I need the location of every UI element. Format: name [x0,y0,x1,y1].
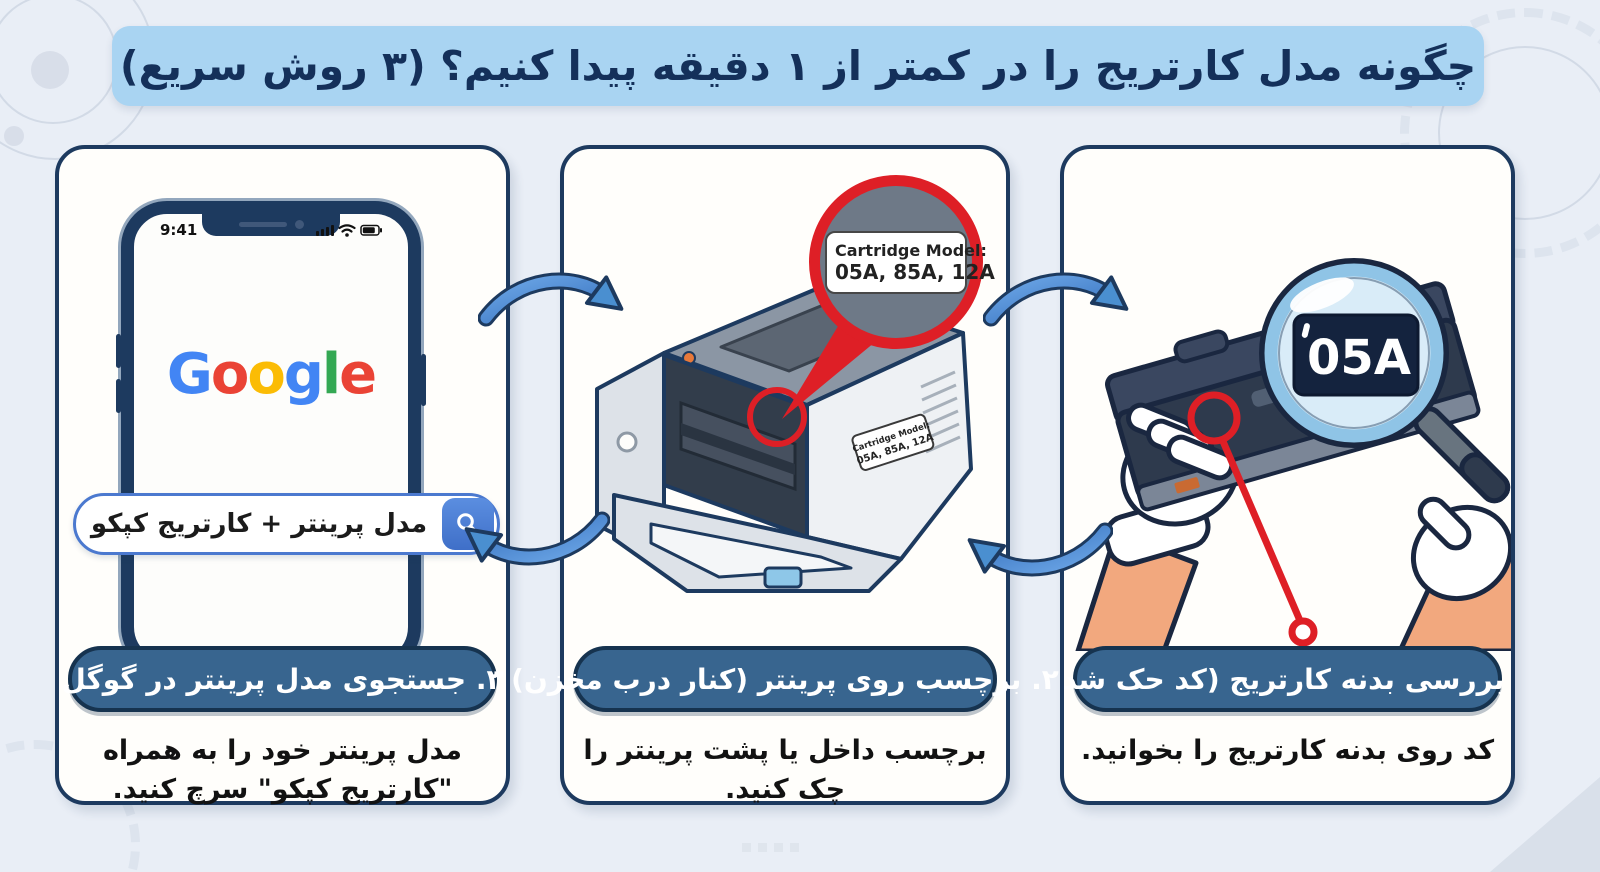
deco-square [758,843,767,852]
callout-bubble: Cartridge Model: 05A, 85A, 12A [809,175,995,349]
arrow-right-icon [983,272,1129,327]
arrow-left-icon [967,522,1113,577]
phone-statusbar: 9:41 [134,221,408,239]
phone-camera [294,219,304,229]
step-badge-3: ۳. جستجوی مدل پرینتر در گوگل [61,646,504,712]
step-badge-2: ۲. برچسب روی پرینتر (کنار درب مخزن) [511,646,1059,712]
arrow-right-icon [478,272,624,327]
status-icons [316,224,382,237]
red-annotation-circle [747,387,807,447]
left-forearm [1075,530,1199,651]
arrow-left-icon [464,511,610,566]
phone-power-button [421,354,426,406]
step-3-line2: "کارتریج کپکو" سرچ کنید. [112,774,453,806]
step-3-description: مدل پرینتر خود را به همراه "کارتریج کپکو… [69,731,496,809]
search-query-text[interactable]: مدل پرینتر + کارتریج کپکو [90,509,428,539]
step-badge-1: ۱. بررسی بدنه کارتریج (کد حک شده) [1064,646,1511,712]
phone-illustration: 9:41 Google [116,201,426,673]
phone-volume-button [116,334,121,368]
panel-printer-label: Cartridge Model: 05A, 85A, 12A Cartridge… [511,145,1059,805]
step-3-line1: مدل پرینتر خود را به همراه [102,735,462,766]
page-title: چگونه مدل کارتریج را در کمتر از ۱ دقیقه … [119,42,1477,90]
google-search-bar[interactable]: مدل پرینتر + کارتریج کپکو [73,493,500,555]
deco-dot [4,126,24,146]
status-time: 9:41 [160,221,198,239]
cartridge-model-card: Cartridge Model: 05A, 85A, 12A [825,230,995,294]
magnifier-code: 05A [1307,330,1411,386]
deco-ring [0,0,118,124]
cartridge-illustration: 05A [1075,258,1511,651]
panel-google-search: 9:41 Google مدل پرینتر + کارتریج کپکو [55,145,510,805]
phone-volume-button [116,379,121,413]
google-logo: Google [166,342,377,407]
step-2-description: برچسب داخل یا پشت پرینتر را چک کنید. [583,735,987,806]
title-bar: چگونه مدل کارتریج را در کمتر از ۱ دقیقه … [112,26,1484,106]
step-badge-2-label: ۲. برچسب روی پرینتر (کنار درب مخزن) [511,662,1059,696]
step-badge-1-label: ۱. بررسی بدنه کارتریج (کد حک شده) [1062,662,1511,696]
deco-square [790,843,799,852]
step-badge-3-label: ۳. جستجوی مدل پرینتر در گوگل [61,662,504,696]
magnifier-lens: 05A [1259,258,1449,448]
deco-square [742,843,751,852]
deco-square [774,843,783,852]
step-1-description: کد روی بدنه کارتریج را بخوانید. [1080,735,1495,766]
panel-cartridge-body: 05A ۱. بررسی بدنه کارتریج (کد حک شده) کد… [1060,145,1515,805]
deco-dot [31,51,69,89]
phone-speaker [238,221,287,227]
cartridge-model-codes: 05A, 85A, 12A [835,259,995,284]
red-pointer-ring [1288,617,1318,647]
cartridge-model-title: Cartridge Model: [835,240,987,260]
red-annotation-circle [1187,391,1241,445]
